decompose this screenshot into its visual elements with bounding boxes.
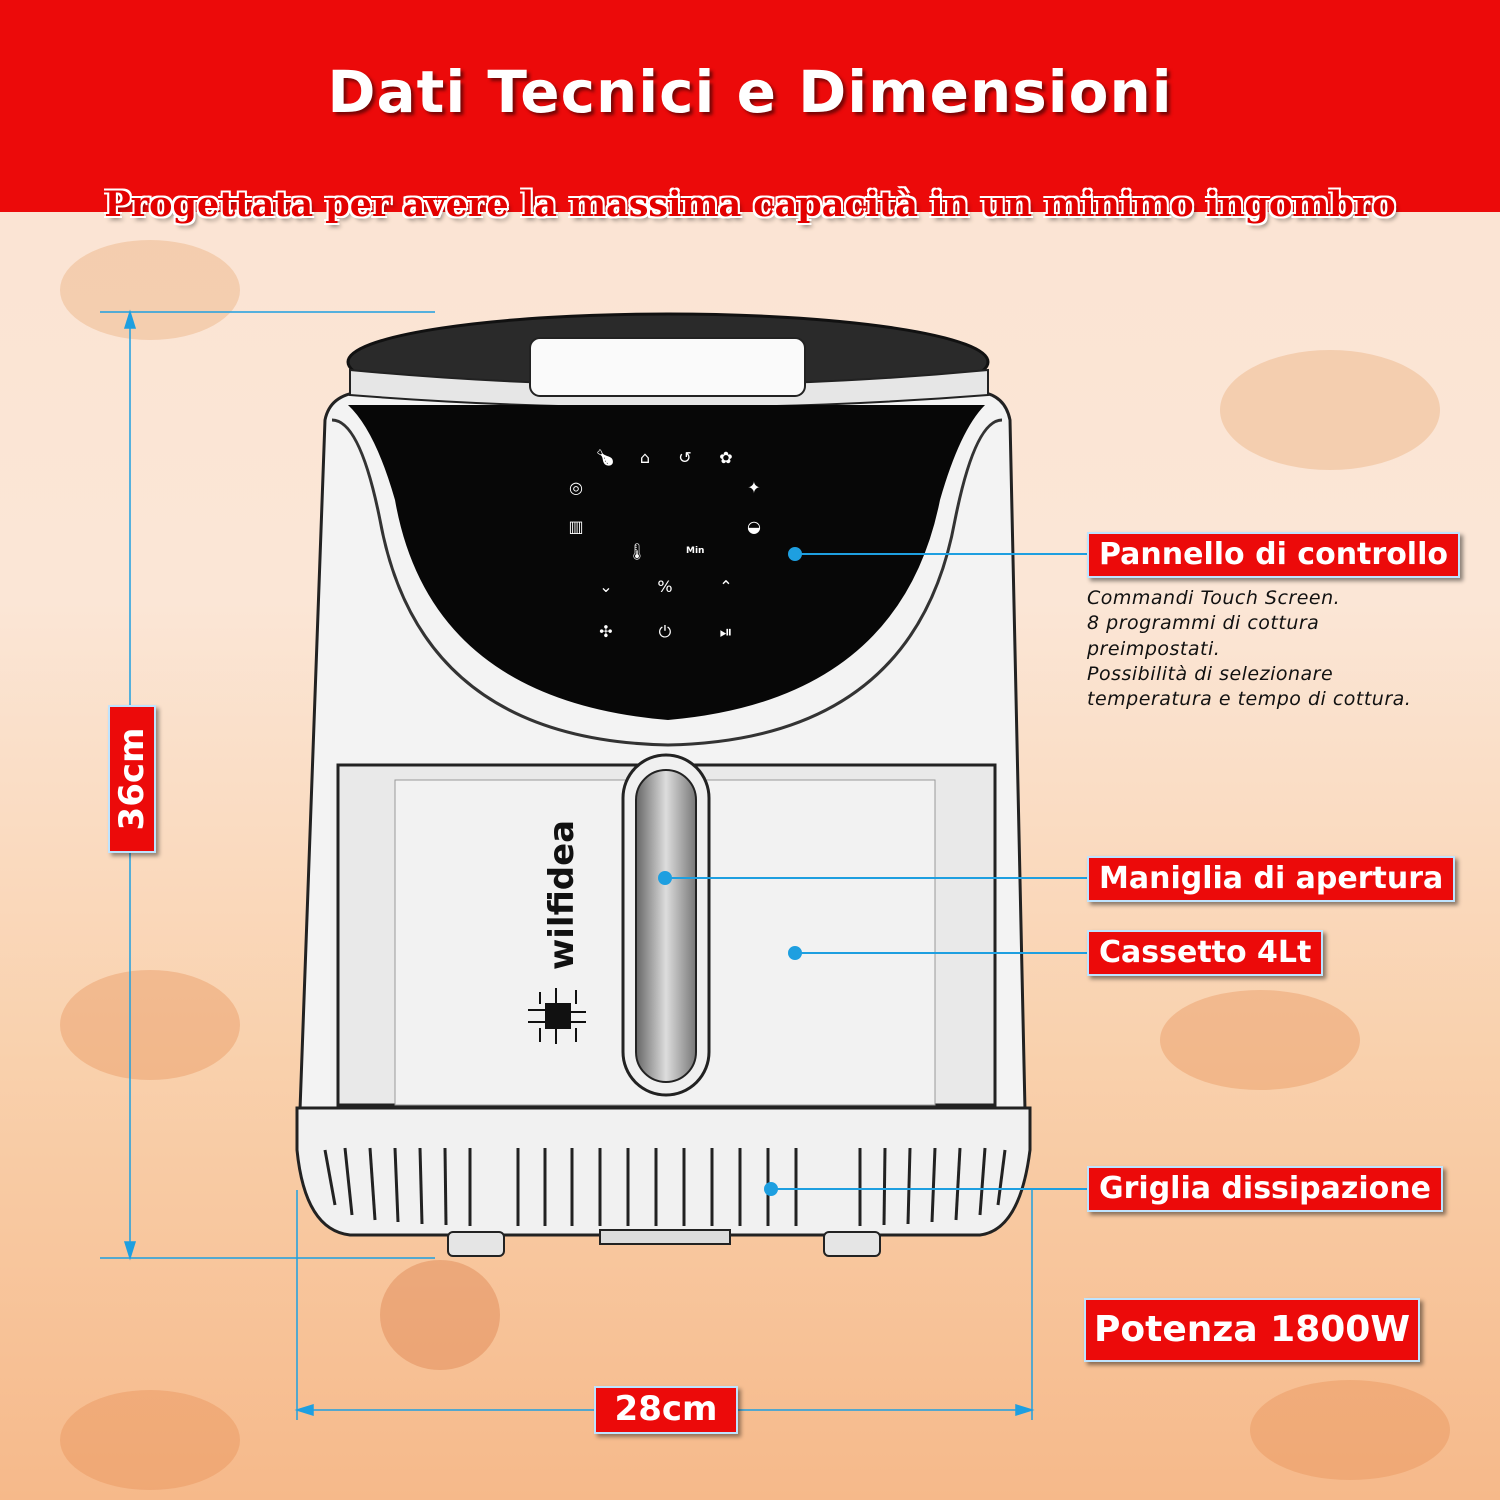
- thermometer-icon: 🌡︎: [626, 542, 648, 561]
- drumstick-icon[interactable]: 🍗︎: [594, 448, 616, 467]
- page-title: Dati Tecnici e Dimensioni: [327, 58, 1173, 126]
- fries-icon[interactable]: ▥: [568, 517, 584, 536]
- callout-control-panel: Pannello di controllo: [1087, 532, 1460, 578]
- brand-logo: wilfidea: [542, 819, 582, 971]
- desc-line: Commandi Touch Screen.: [1087, 587, 1341, 609]
- shrimp-icon[interactable]: ↺: [678, 448, 692, 467]
- fan-icon[interactable]: ✣: [599, 622, 613, 641]
- control-panel-description: Commandi Touch Screen. 8 programmi di co…: [1087, 586, 1411, 712]
- desc-line: temperatura e tempo di cottura.: [1087, 688, 1412, 711]
- callout-power: Potenza 1800W: [1084, 1298, 1421, 1362]
- cupcake-icon[interactable]: ⌂: [639, 448, 651, 467]
- pizza-icon[interactable]: ◎: [569, 478, 583, 497]
- page-subtitle: Progettata per avere la massima capacità…: [104, 184, 1396, 225]
- callout-vent: Griglia dissipazione: [1087, 1166, 1443, 1212]
- height-dimension-label: 36cm: [108, 705, 156, 853]
- height-value: 36cm: [112, 727, 152, 831]
- fish-icon[interactable]: ✦: [747, 478, 761, 497]
- callout-lines: [658, 547, 1087, 1196]
- steak-icon[interactable]: ✿: [719, 448, 733, 467]
- power-icon[interactable]: ⏻: [658, 622, 672, 641]
- timer-label: Min: [686, 546, 705, 556]
- callout-handle: Maniglia di apertura: [1087, 856, 1456, 902]
- desc-line: Possibilità di selezionare: [1087, 662, 1334, 685]
- decrease-icon[interactable]: ⌄: [599, 577, 613, 596]
- desc-line: preimpostati.: [1087, 637, 1221, 660]
- width-dimension-label: 28cm: [594, 1386, 738, 1434]
- temp-time-toggle-icon[interactable]: %: [657, 577, 673, 596]
- desc-line: 8 programmi di cottura: [1087, 612, 1320, 635]
- play-pause-icon[interactable]: ⏯: [719, 622, 733, 641]
- chip-logo: [528, 988, 586, 1044]
- increase-icon[interactable]: ⌃: [719, 577, 733, 596]
- header-banner: [0, 0, 1500, 212]
- callout-drawer: Cassetto 4Lt: [1087, 930, 1324, 976]
- vegetable-icon[interactable]: ◒: [747, 517, 761, 536]
- vent-slots: [323, 1147, 1007, 1226]
